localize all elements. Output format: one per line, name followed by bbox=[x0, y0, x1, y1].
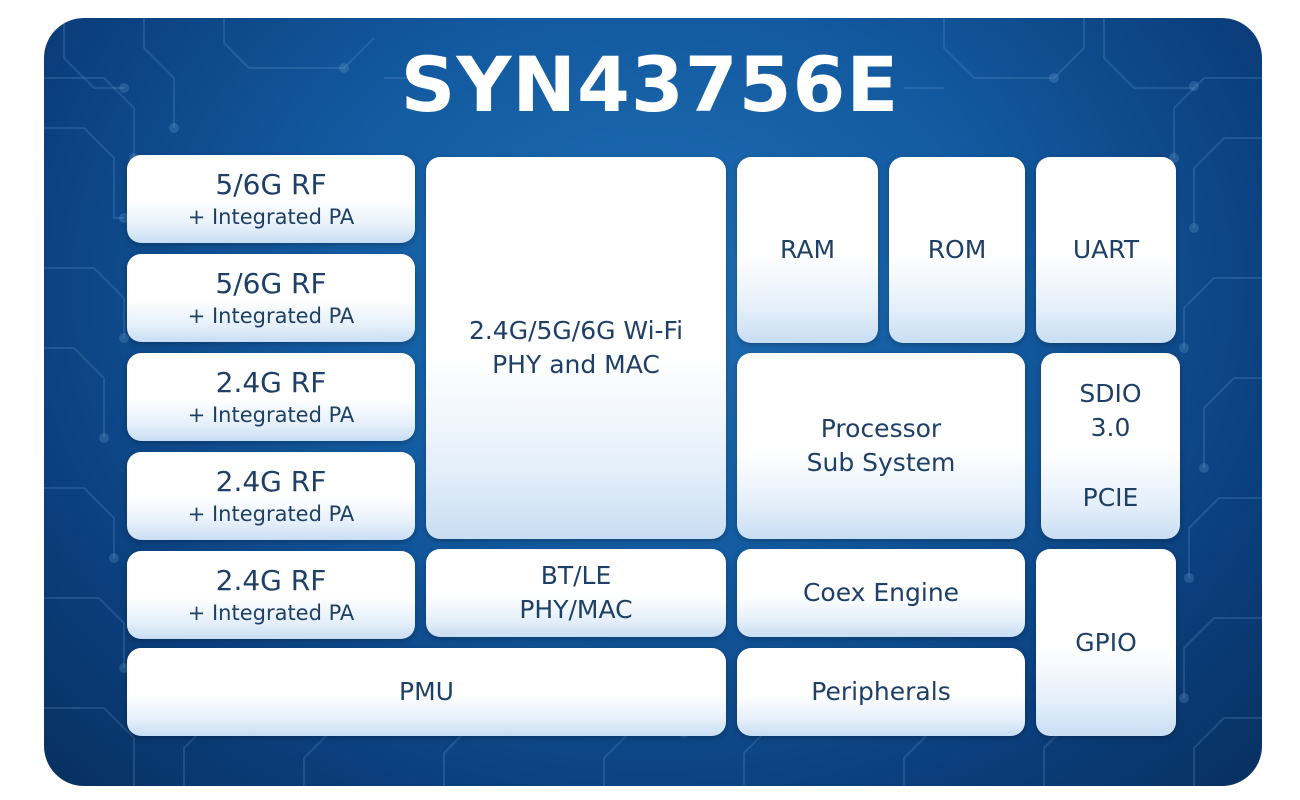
wifi-phy-mac-block: 2.4G/5G/6G Wi-Fi PHY and MAC bbox=[426, 157, 726, 539]
rf-block-1-name: 5/6G RF bbox=[215, 168, 327, 201]
ram-label: RAM bbox=[779, 235, 836, 264]
sdio-line-3: PCIE bbox=[1082, 483, 1139, 512]
bt-line-1: BT/LE bbox=[540, 561, 612, 590]
rom-label: ROM bbox=[927, 235, 987, 264]
uart-label: UART bbox=[1072, 235, 1140, 264]
rf-block-1: 5/6G RF + Integrated PA bbox=[127, 155, 415, 243]
sdio-line-2: 3.0 bbox=[1090, 413, 1131, 442]
rf-block-2: 5/6G RF + Integrated PA bbox=[127, 254, 415, 342]
gpio-block: GPIO bbox=[1036, 549, 1176, 736]
peripherals-block: Peripherals bbox=[737, 648, 1025, 736]
processor-subsystem-block: Processor Sub System bbox=[737, 353, 1025, 539]
sdio-line-1: SDIO bbox=[1079, 379, 1142, 408]
processor-line-2: Sub System bbox=[806, 448, 956, 477]
rf-block-5-name: 2.4G RF bbox=[215, 564, 327, 597]
bt-line-2: PHY/MAC bbox=[519, 595, 633, 624]
ram-block: RAM bbox=[737, 157, 878, 343]
rf-block-4: 2.4G RF + Integrated PA bbox=[127, 452, 415, 540]
rf-block-3: 2.4G RF + Integrated PA bbox=[127, 353, 415, 441]
rf-block-4-name: 2.4G RF bbox=[215, 465, 327, 498]
coex-label: Coex Engine bbox=[802, 578, 960, 607]
rf-block-5: 2.4G RF + Integrated PA bbox=[127, 551, 415, 639]
processor-line-1: Processor bbox=[820, 414, 942, 443]
rf-block-5-sub: + Integrated PA bbox=[187, 601, 355, 625]
coex-engine-block: Coex Engine bbox=[737, 549, 1025, 637]
rf-block-3-name: 2.4G RF bbox=[215, 366, 327, 399]
wifi-line-1: 2.4G/5G/6G Wi-Fi bbox=[468, 316, 684, 345]
gpio-label: GPIO bbox=[1075, 627, 1137, 657]
rf-block-1-sub: + Integrated PA bbox=[187, 205, 355, 229]
uart-block: UART bbox=[1036, 157, 1176, 343]
bt-le-block: BT/LE PHY/MAC bbox=[426, 549, 726, 637]
pmu-label: PMU bbox=[399, 677, 454, 706]
peripherals-label: Peripherals bbox=[811, 677, 951, 706]
rf-block-2-name: 5/6G RF bbox=[215, 267, 327, 300]
pmu-block: PMU bbox=[127, 648, 726, 736]
sdio-pcie-block: SDIO 3.0 PCIE bbox=[1041, 353, 1180, 539]
wifi-line-2: PHY and MAC bbox=[492, 350, 660, 379]
chip-title: SYN43756E bbox=[400, 40, 900, 129]
rf-block-3-sub: + Integrated PA bbox=[187, 403, 355, 427]
rf-block-2-sub: + Integrated PA bbox=[187, 304, 355, 328]
rom-block: ROM bbox=[889, 157, 1025, 343]
rf-block-4-sub: + Integrated PA bbox=[187, 502, 355, 526]
